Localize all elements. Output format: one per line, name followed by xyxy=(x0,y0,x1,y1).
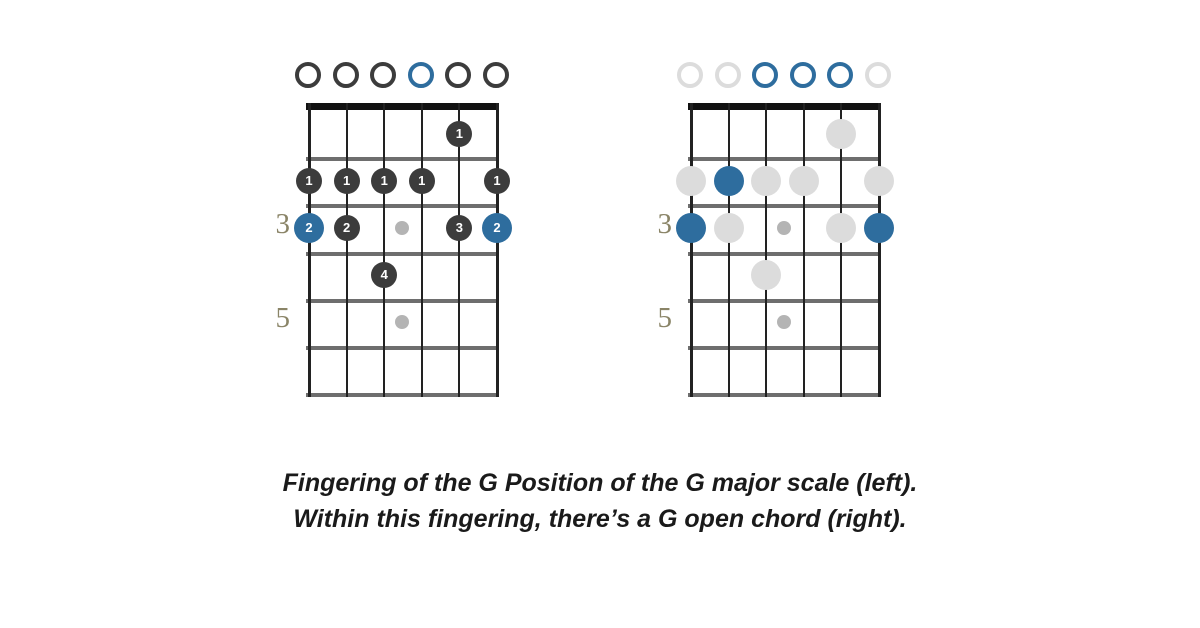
fret-line-3 xyxy=(306,251,498,256)
open-string-circle-4 xyxy=(407,62,434,88)
open-string-circle-4 xyxy=(789,62,816,88)
note-s6-f2: 1 xyxy=(484,167,510,194)
fret-number-3: 3 xyxy=(275,208,291,240)
fret-line-1 xyxy=(306,157,498,162)
note-s6-f2 xyxy=(864,165,894,196)
nut xyxy=(688,103,880,110)
figure-caption: Fingering of the G Position of the G maj… xyxy=(0,465,1200,537)
inlay-marker-fret-5 xyxy=(395,315,409,330)
note-s2-f3: 2 xyxy=(333,215,360,241)
fretboard-grid-right xyxy=(632,0,932,420)
fret-number-5: 5 xyxy=(275,302,291,335)
inlay-marker-fret-3 xyxy=(777,221,791,235)
fret-line-4 xyxy=(688,298,880,303)
open-string-row-right xyxy=(632,0,932,88)
fret-line-5 xyxy=(306,346,498,350)
open-string-circle-6 xyxy=(483,62,509,88)
note-s4-f2: 1 xyxy=(408,167,435,194)
inlay-marker-fret-5 xyxy=(777,315,791,330)
open-string-circle-5 xyxy=(827,62,854,88)
open-string-circle-1 xyxy=(677,62,703,88)
string-1 xyxy=(308,103,311,398)
fret-number-5: 5 xyxy=(657,302,673,335)
fretboard-grid-left xyxy=(250,0,550,420)
open-string-circle-1 xyxy=(295,62,321,88)
fret-line-6 xyxy=(306,393,498,398)
open-string-circle-3 xyxy=(370,62,397,88)
note-s3-f2: 1 xyxy=(371,167,398,194)
fret-line-2 xyxy=(688,204,880,209)
string-5 xyxy=(840,103,843,398)
string-5 xyxy=(458,103,461,398)
open-string-circle-2 xyxy=(332,62,359,88)
fret-line-6 xyxy=(688,393,880,398)
string-3 xyxy=(765,103,768,398)
fret-line-3 xyxy=(688,251,880,256)
string-4 xyxy=(420,103,423,398)
note-s2-f3 xyxy=(713,213,744,243)
open-string-circle-5 xyxy=(445,62,472,88)
fret-line-4 xyxy=(306,298,498,303)
note-s1-f3: 2 xyxy=(294,213,324,243)
open-string-circle-6 xyxy=(865,62,891,88)
note-s3-f4 xyxy=(751,260,782,291)
note-s6-f3 xyxy=(864,213,894,243)
note-s2-f2: 1 xyxy=(333,167,360,194)
open-string-circle-2 xyxy=(714,62,741,88)
note-s4-f2 xyxy=(788,165,819,196)
string-6 xyxy=(878,103,881,398)
string-3 xyxy=(383,103,386,398)
fret-line-1 xyxy=(688,157,880,162)
fret-line-5 xyxy=(688,346,880,350)
note-s1-f3 xyxy=(676,213,706,243)
inlay-marker-fret-3 xyxy=(395,221,409,235)
fret-line-2 xyxy=(306,204,498,209)
string-6 xyxy=(496,103,499,398)
note-s5-f1 xyxy=(826,118,857,149)
open-string-circle-3 xyxy=(752,62,779,88)
note-s6-f3: 2 xyxy=(482,213,512,243)
nut xyxy=(306,103,498,110)
caption-line-1: Fingering of the G Position of the G maj… xyxy=(282,469,918,497)
caption-line-2: Within this fingering, there’s a G open … xyxy=(293,505,907,533)
note-s5-f3: 3 xyxy=(446,215,473,241)
note-s1-f2: 1 xyxy=(296,167,322,194)
note-s1-f2 xyxy=(676,165,706,196)
note-s3-f2 xyxy=(751,165,782,196)
string-1 xyxy=(690,103,693,398)
open-string-row-left xyxy=(250,0,550,88)
note-s3-f4: 4 xyxy=(371,262,398,289)
note-s2-f2 xyxy=(713,165,744,196)
string-2 xyxy=(727,103,730,398)
fret-number-3: 3 xyxy=(657,208,673,240)
note-s5-f3 xyxy=(826,213,857,243)
string-2 xyxy=(345,103,348,398)
string-4 xyxy=(802,103,805,398)
note-s5-f1: 1 xyxy=(446,120,473,147)
